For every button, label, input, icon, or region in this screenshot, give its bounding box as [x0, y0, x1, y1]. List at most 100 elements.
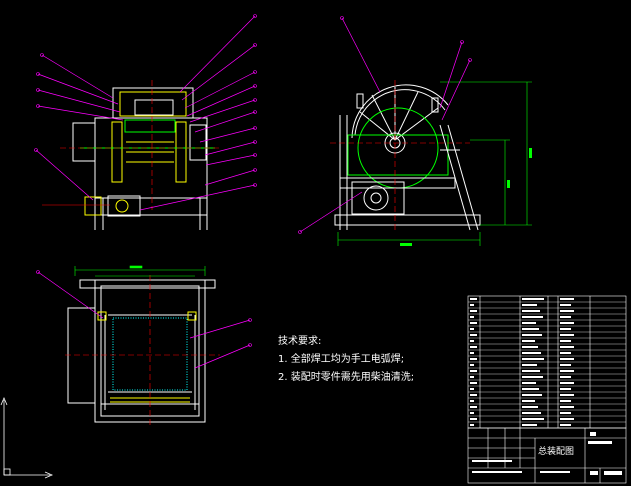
parts-list-cell-mark	[560, 358, 574, 360]
leader-12	[199, 127, 256, 143]
front-leader-markers-right	[253, 14, 257, 187]
leader-17	[341, 17, 381, 93]
parts-list-cell-mark	[522, 298, 544, 300]
front-shaft-housing	[124, 119, 176, 133]
top-bearing-left	[97, 311, 107, 321]
side-motor-shaft	[370, 192, 382, 204]
side-view	[330, 80, 481, 231]
parts-list-cell-mark	[560, 394, 574, 396]
side-dimension-labels	[400, 148, 532, 246]
parts-list-cell-mark	[470, 364, 474, 366]
front-hopper-core	[134, 99, 174, 116]
front-motor-mount	[84, 196, 102, 216]
leader-6	[179, 15, 256, 93]
parts-list-cell-mark	[560, 298, 574, 300]
front-leaders-right	[139, 15, 256, 211]
parts-list-cell-mark	[470, 346, 477, 348]
parts-list-cell-mark	[522, 346, 538, 348]
leader-23	[194, 344, 251, 369]
parts-list-cell-mark	[522, 394, 542, 396]
parts-list-cell-mark	[522, 316, 543, 318]
parts-list-cell-mark	[470, 334, 477, 336]
side-dimensions	[337, 81, 532, 246]
parts-list-cell-mark	[560, 352, 571, 354]
leader-8	[184, 71, 256, 109]
drawing-title: 总装配图	[538, 445, 574, 457]
parts-list-cell-mark	[560, 424, 571, 426]
side-drum-arc	[354, 89, 446, 136]
parts-list-cell-mark	[522, 418, 544, 420]
title-block-frame	[467, 427, 627, 484]
front-left-bearing	[72, 122, 96, 162]
front-motor	[107, 195, 141, 217]
parts-list-cell-mark	[470, 400, 474, 402]
leader-9	[186, 85, 256, 117]
parts-list-cell-mark	[522, 304, 537, 306]
leader-18	[439, 41, 463, 109]
side-drum-housing	[347, 134, 449, 176]
parts-list-cell-mark	[560, 388, 571, 390]
front-motor-pulley	[115, 199, 129, 213]
parts-list-cell-mark	[560, 406, 574, 408]
technical-requirements: 技术要求: 1. 全部焊工均为手工电弧焊; 2. 装配时零件需先用柴油清洗;	[278, 333, 414, 387]
parts-list-cell-mark	[560, 370, 574, 372]
leader-15	[204, 169, 256, 186]
front-left-gear	[111, 121, 123, 183]
leader-1	[41, 54, 114, 99]
side-base	[334, 214, 481, 226]
parts-list-rows	[468, 298, 626, 426]
parts-list-cell-mark	[560, 340, 571, 342]
parts-list-cell-mark	[560, 310, 574, 312]
side-leader-markers	[298, 16, 472, 234]
parts-list-cell-mark	[470, 412, 474, 414]
side-drum-lug-left	[356, 93, 364, 109]
ucs-axis-icon	[0, 396, 54, 479]
front-right-bearing	[189, 124, 207, 161]
parts-list-cell-mark	[522, 376, 543, 378]
top-drum-mesh	[112, 317, 188, 391]
leader-16	[139, 184, 256, 211]
top-leaders	[37, 271, 251, 369]
front-right-gear	[175, 121, 187, 183]
leader-3	[37, 89, 121, 113]
parts-list-cell-mark	[522, 412, 541, 414]
top-rail	[79, 279, 216, 289]
parts-list-cell-mark	[522, 328, 539, 330]
technical-requirements-heading: 技术要求:	[278, 336, 322, 347]
side-brace-inner	[447, 124, 479, 231]
parts-list-cell-mark	[470, 424, 474, 426]
parts-list-cell-mark	[560, 376, 571, 378]
parts-list-cell-mark	[522, 388, 539, 390]
parts-list-cell-mark	[522, 370, 540, 372]
parts-list-cell-mark	[560, 304, 571, 306]
parts-list-cell-mark	[470, 322, 477, 324]
parts-list-cell-mark	[470, 388, 474, 390]
leader-7	[181, 44, 256, 101]
top-bearing-right	[187, 311, 197, 321]
parts-list-cell-mark	[560, 400, 571, 402]
side-leaders	[299, 17, 471, 233]
parts-list-cell-mark	[470, 370, 477, 372]
parts-list-cell-mark	[522, 310, 540, 312]
parts-list-cell-mark	[560, 322, 574, 324]
parts-list-cell-mark	[470, 382, 477, 384]
parts-list-cell-mark	[470, 406, 477, 408]
parts-list-cell-mark	[522, 382, 536, 384]
parts-list-cell-mark	[522, 358, 544, 360]
top-leader-markers	[36, 270, 252, 347]
leader-21	[37, 271, 104, 319]
parts-list-cell-mark	[560, 418, 574, 420]
leader-2	[37, 73, 119, 105]
parts-list-cell-mark	[470, 394, 477, 396]
parts-list-cell-mark	[560, 328, 571, 330]
top-dimensions	[74, 265, 206, 277]
side-crossbeam	[339, 177, 456, 189]
side-brace-outer	[439, 124, 471, 231]
top-motor-left	[67, 307, 96, 404]
parts-list-cell-mark	[470, 418, 477, 420]
parts-list-cell-mark	[470, 340, 474, 342]
leader-19	[441, 59, 471, 121]
technical-requirement-2: 2. 装配时零件需先用柴油清洗;	[278, 372, 415, 383]
parts-list-cell-mark	[560, 316, 571, 318]
